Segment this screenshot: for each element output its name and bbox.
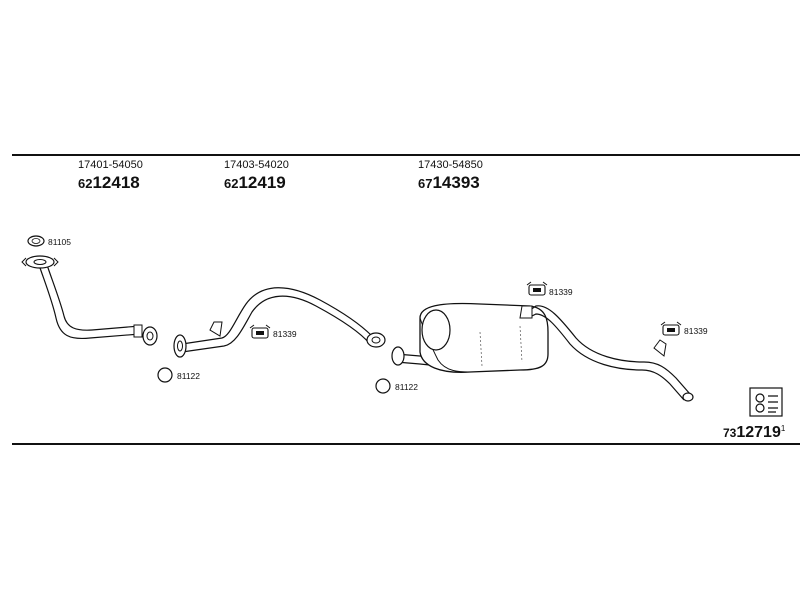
bottom-rule: [12, 443, 800, 445]
gasket-ring-icon: [375, 378, 391, 394]
part-center-pipe: 17403-54020 6212419: [224, 160, 289, 192]
diagram-code: 73127191: [723, 424, 786, 441]
part-rear-muffler: 17430-54850 6714393: [418, 160, 483, 192]
callout-hanger: 81339: [684, 326, 708, 336]
oem-number: 17403-54020: [224, 159, 289, 171]
rubber-hanger-icon: [526, 281, 548, 296]
oem-number: 17401-54050: [78, 159, 143, 171]
rear-muffler: [391, 302, 694, 402]
callout-ring: 81122: [177, 371, 201, 381]
callout-gasket: 81105: [48, 237, 72, 247]
oem-number: 17430-54850: [418, 159, 483, 171]
callout-hanger: 81339: [273, 329, 297, 339]
top-rule: [12, 154, 800, 156]
part-code: 6212418: [78, 173, 140, 192]
part-code: 6212419: [224, 173, 286, 192]
rubber-hanger-icon: [660, 321, 682, 336]
part-front-pipe: 17401-54050 6212418: [78, 160, 143, 192]
front-flange: [21, 255, 59, 269]
rubber-hanger-icon: [249, 324, 271, 339]
callout-hanger: 81339: [549, 287, 573, 297]
copyright-logo-icon: [749, 387, 783, 417]
part-code: 6714393: [418, 173, 480, 192]
front-pipe: [21, 255, 158, 346]
front-pipe-end-flange: [133, 324, 158, 346]
gasket-ring-icon: [157, 367, 173, 383]
gasket-ring-icon: [27, 235, 45, 247]
center-pipe: [173, 287, 386, 358]
center-pipe-end-flange: [366, 332, 386, 348]
callout-ring: 81122: [395, 382, 419, 392]
